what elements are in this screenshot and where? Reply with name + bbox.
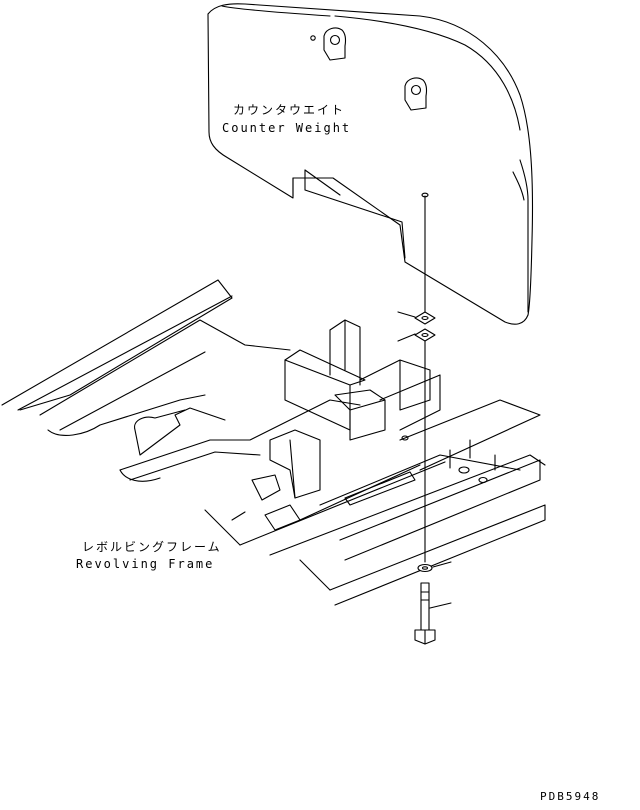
bolt xyxy=(414,582,436,645)
lifting-eye-left xyxy=(310,27,347,61)
washer-upper xyxy=(414,311,436,325)
revolving-frame xyxy=(1,279,546,606)
washer-lower xyxy=(414,328,436,342)
revolving-frame-label-en: Revolving Frame xyxy=(76,557,215,571)
leader-lower-washer xyxy=(397,333,416,342)
fastener-stack xyxy=(397,192,452,645)
counter-weight-label-jp: カウンタウエイト xyxy=(233,103,346,117)
spring-washer xyxy=(417,563,433,573)
counter-weight xyxy=(207,3,534,325)
leader-upper-washer xyxy=(397,311,416,318)
leader-spring-washer xyxy=(432,561,452,568)
lifting-eye-right xyxy=(404,77,428,111)
revolving-frame-label-jp: レボルビングフレーム xyxy=(82,540,222,554)
counter-weight-label-en: Counter Weight xyxy=(222,121,352,135)
drawing-number: PDB5948 xyxy=(540,790,601,803)
leader-bolt xyxy=(429,602,452,609)
